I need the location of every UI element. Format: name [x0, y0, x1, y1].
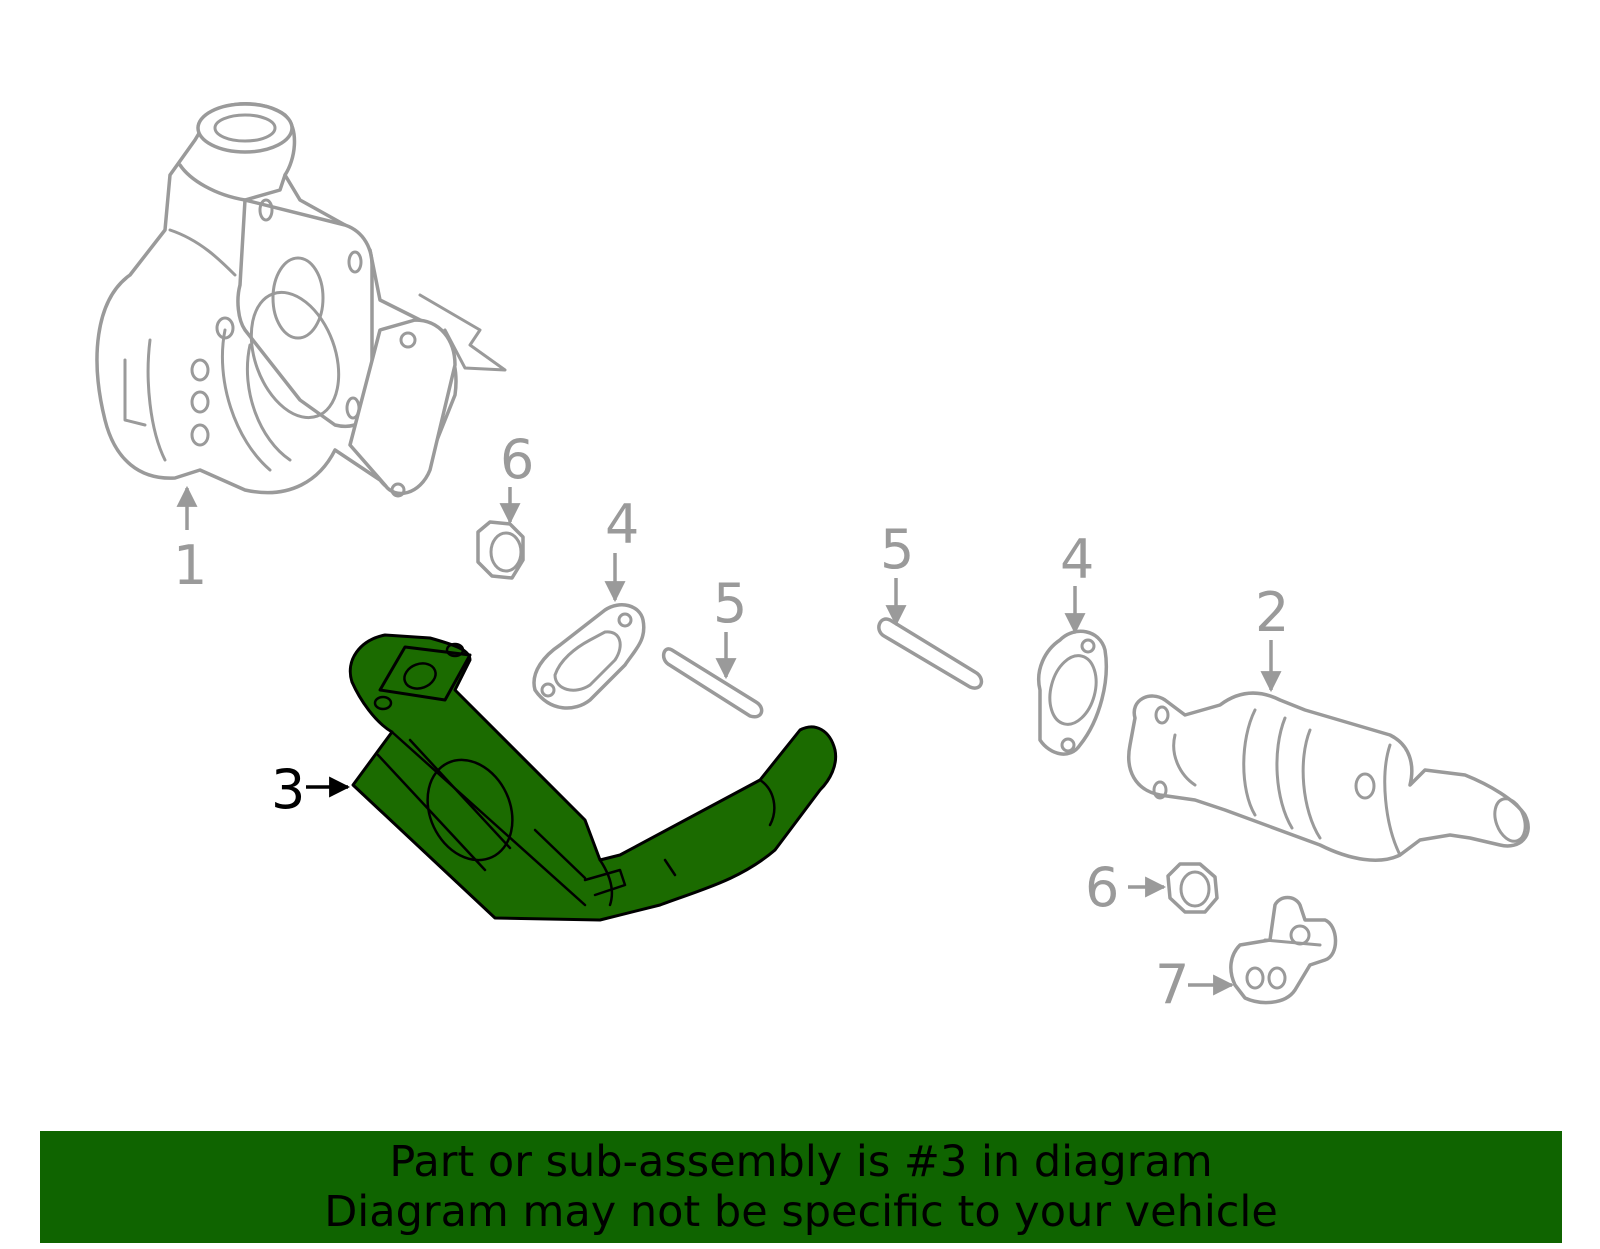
callout-6-upper: 6 [500, 428, 534, 491]
callout-2: 2 [1255, 581, 1289, 644]
banner-line-1: Part or sub-assembly is #3 in diagram [389, 1137, 1213, 1187]
part-5-stud-left [661, 632, 764, 719]
part-7-bracket [1188, 895, 1338, 1005]
part-6-nut-upper [476, 487, 525, 580]
callout-3[interactable]: 3 [271, 758, 305, 821]
callout-5-left: 5 [713, 572, 747, 635]
callout-5-right: 5 [880, 518, 914, 581]
callout-1: 1 [173, 534, 207, 597]
info-banner: Part or sub-assembly is #3 in diagram Di… [40, 1131, 1562, 1243]
banner-line-2: Diagram may not be specific to your vehi… [324, 1187, 1278, 1237]
callout-4-right: 4 [1060, 528, 1094, 591]
part-6-nut-lower [1128, 862, 1219, 914]
callout-6-lower: 6 [1085, 856, 1119, 919]
parts-diagram: 1 2 3 4 4 5 5 6 6 7 [95, 102, 1530, 1016]
part-3-egr-cooler[interactable] [306, 633, 838, 922]
part-4-gasket-right [1037, 586, 1109, 756]
part-4-gasket-left [532, 553, 646, 710]
part-5-stud-right [877, 578, 984, 690]
part-1-turbocharger [95, 102, 507, 530]
part-2-catalytic-converter [1127, 640, 1530, 862]
callout-7: 7 [1155, 953, 1189, 1016]
callout-4-left: 4 [605, 493, 639, 556]
